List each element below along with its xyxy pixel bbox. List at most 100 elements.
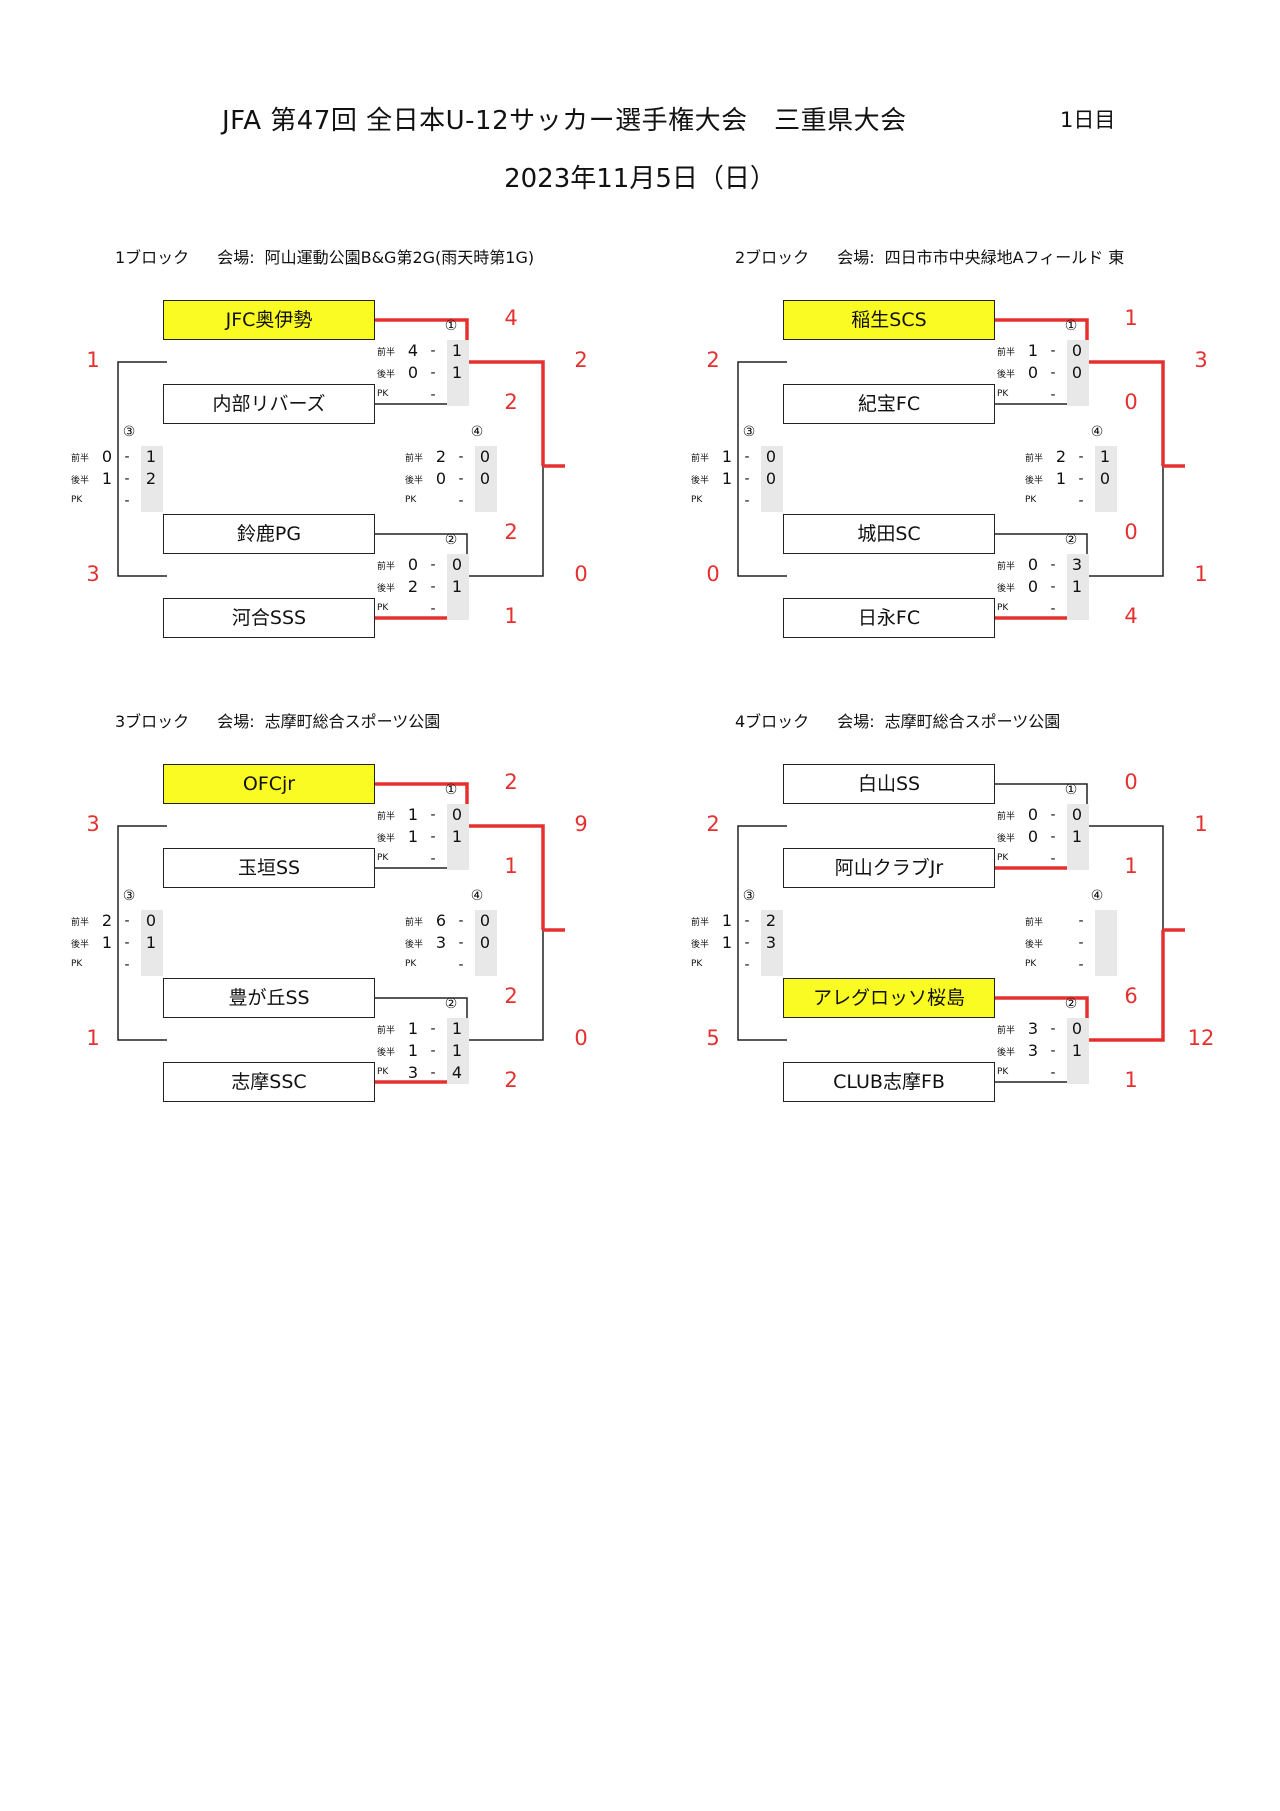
home-goals: 4: [407, 341, 419, 360]
score-dash: -: [1050, 1021, 1056, 1037]
left-score-top: 2: [706, 348, 720, 372]
team-score: 4: [504, 306, 518, 330]
score-dash: -: [1050, 365, 1056, 381]
team-score: 1: [1124, 854, 1138, 878]
period-row-pk: PK-: [377, 598, 471, 620]
match-number-m1: ①: [1064, 318, 1078, 334]
team-name: 日永FC: [783, 598, 995, 638]
score-shade: [1067, 340, 1089, 406]
period-row-pk: PK-: [1025, 954, 1119, 976]
home-goals: 1: [101, 469, 113, 488]
period-row-pk: PK -: [997, 848, 1091, 870]
period-label: 後半: [71, 476, 90, 486]
away-goals: 3: [1071, 555, 1083, 574]
block-name: 1ブロック: [115, 248, 190, 267]
score-shade: [761, 910, 783, 976]
home-goals: 2: [101, 911, 113, 930]
period-label: PK: [1025, 495, 1037, 505]
team-name: 白山SS: [783, 764, 995, 804]
venue-name: 志摩町総合スポーツ公園: [884, 712, 1061, 731]
team-name: 豊が丘SS: [163, 978, 375, 1018]
period-row-pk: PK-: [405, 954, 499, 976]
home-goals: 2: [407, 577, 419, 596]
score-dash: -: [430, 579, 436, 595]
team-name: OFCjr: [163, 764, 375, 804]
home-goals: 3: [435, 933, 447, 952]
match-number-m2: ②: [444, 532, 458, 548]
period-row-pk: PK-: [691, 954, 785, 976]
away-goals: 2: [145, 469, 157, 488]
away-goals: 0: [1099, 469, 1111, 488]
final-score-bottom: 1: [1194, 562, 1208, 586]
score-dash: -: [1050, 807, 1056, 823]
period-label: 後半: [405, 476, 424, 486]
score-dash: -: [1050, 579, 1056, 595]
period-row-first: 前半-: [1025, 910, 1119, 932]
team-name: 稲生SCS: [783, 300, 995, 340]
page-date: 2023年11月5日（日）: [504, 164, 776, 194]
match-number-m1: ①: [444, 782, 458, 798]
score-dash: -: [1050, 343, 1056, 359]
home-goals: 2: [1055, 447, 1067, 466]
period-row-pk: PK-: [997, 384, 1091, 406]
home-goals: 0: [1027, 555, 1039, 574]
score-dash: -: [1050, 557, 1056, 573]
home-goals: 0: [435, 469, 447, 488]
away-goals: 0: [765, 469, 777, 488]
score-shade: [761, 446, 783, 512]
away-goals: 1: [145, 933, 157, 952]
period-label: PK: [997, 853, 1009, 863]
final-score-bottom: 0: [574, 1026, 588, 1050]
score-dash: -: [1050, 851, 1056, 867]
away-goals: 0: [451, 805, 463, 824]
period-label: 後半: [405, 940, 424, 950]
period-row-pk: PK-: [997, 598, 1091, 620]
period-label: 後半: [377, 584, 396, 594]
away-goals: 1: [1099, 447, 1111, 466]
period-label: 前半: [997, 812, 1016, 822]
team-score: 4: [1124, 604, 1138, 628]
period-label: 前半: [405, 918, 424, 928]
final-line-bottom: [467, 930, 544, 1041]
score-shade: [447, 1018, 469, 1084]
page-title: JFA 第47回 全日本U-12サッカー選手権大会 三重県大会: [222, 106, 907, 136]
score-shade: [141, 910, 163, 976]
score-dash: -: [744, 471, 750, 487]
venue-name: 阿山運動公園B&G第2G(雨天時第1G): [264, 248, 535, 267]
score-dash: -: [1078, 493, 1084, 509]
away-goals: 3: [765, 933, 777, 952]
score-shade: [1067, 1018, 1089, 1084]
away-goals: 1: [451, 827, 463, 846]
period-label: 前半: [71, 454, 90, 464]
period-row-pk: PK -: [1025, 490, 1119, 512]
score-shade: [475, 910, 497, 976]
score-shade: [1095, 910, 1117, 976]
away-goals: 1: [451, 363, 463, 382]
period-label: PK: [997, 389, 1009, 399]
score-dash: -: [430, 601, 436, 617]
period-label: 後半: [997, 834, 1016, 844]
score-dash: -: [458, 957, 464, 973]
home-goals: 0: [101, 447, 113, 466]
block-label: 3ブロック会場:志摩町総合スポーツ公園: [115, 708, 440, 732]
score-shade: [141, 446, 163, 512]
block-name: 2ブロック: [735, 248, 810, 267]
score-dash: -: [124, 957, 130, 973]
period-label: 前半: [71, 918, 90, 928]
score-dash: -: [1078, 935, 1084, 951]
left-score-bottom: 5: [706, 1026, 720, 1050]
period-label: PK: [997, 603, 1009, 613]
